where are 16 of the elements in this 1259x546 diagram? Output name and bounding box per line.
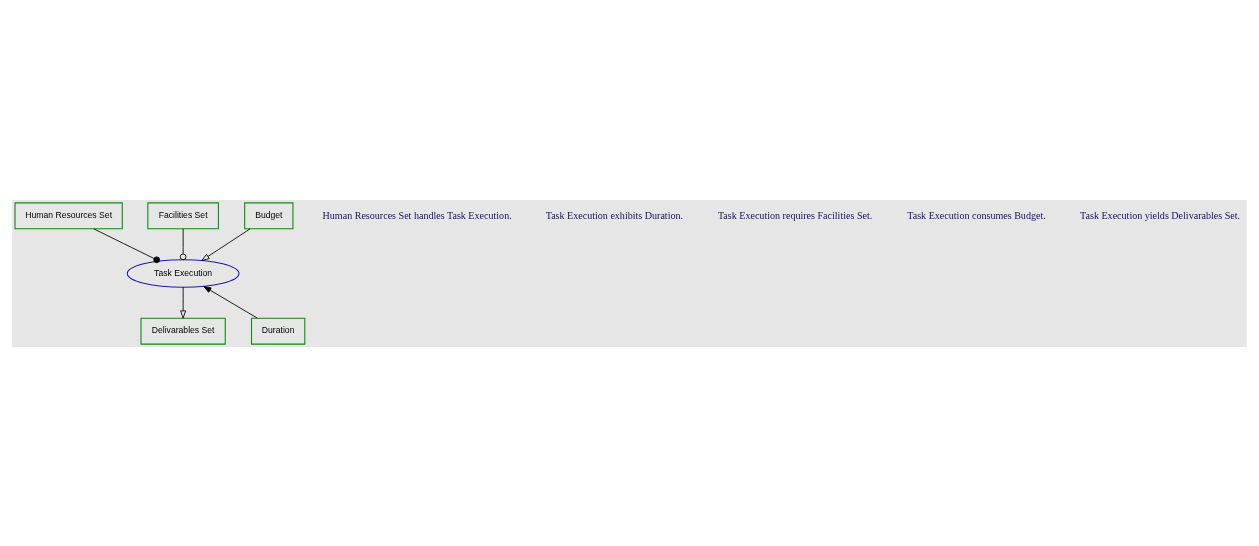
- node-box: Duration: [251, 317, 306, 345]
- connector: [93, 227, 160, 263]
- node-box: Facilities Set: [147, 201, 219, 229]
- label: Human Resources Set handles Task Execution.: [322, 209, 512, 220]
- arrow: [203, 285, 258, 318]
- arrow: [180, 286, 187, 318]
- label: Task Execution requires Facilities Set.: [717, 209, 873, 220]
- connector: [179, 228, 187, 260]
- node-box: Delivarables Set: [140, 317, 226, 345]
- node-box: Budget: [244, 201, 294, 229]
- arrow: [201, 227, 251, 261]
- node-ellipse: Task Execution: [126, 258, 240, 288]
- label: Task Execution yields Delivarables Set.: [1080, 209, 1241, 220]
- label: Task Execution consumes Budget.: [907, 209, 1046, 220]
- node-box: Human Resources Set: [14, 201, 123, 229]
- label: Task Execution exhibits Duration.: [545, 209, 684, 220]
